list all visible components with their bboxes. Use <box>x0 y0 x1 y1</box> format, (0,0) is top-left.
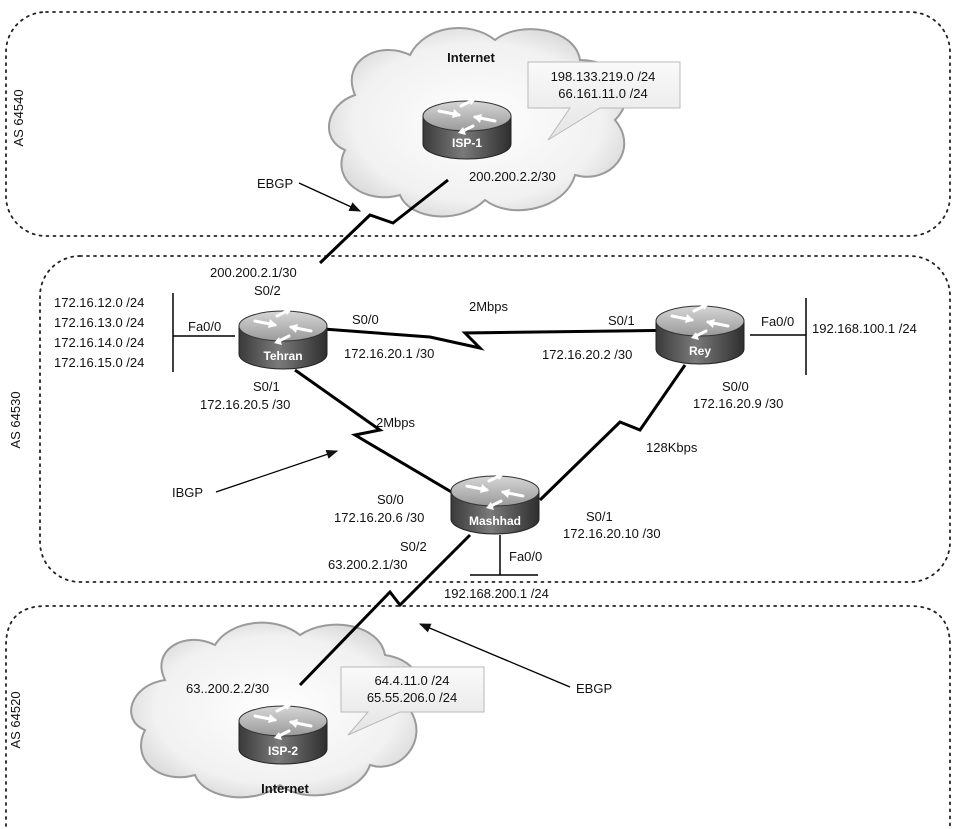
tehran-lan-1: 172.16.12.0 /24 <box>54 295 144 310</box>
mashhad-s00-ip-label: 172.16.20.6 /30 <box>334 510 424 525</box>
callout-isp2: 64.4.11.0 /24 65.55.206.0 /24 <box>340 666 485 736</box>
mashhad-s02-ip-label: 63.200.2.1/30 <box>328 557 408 572</box>
cloud-bottom-label: Internet <box>261 781 309 796</box>
rey-s01-label: S0/1 <box>608 313 635 328</box>
ibgp-arrow <box>215 449 339 493</box>
rey-lan-label: 192.168.100.1 /24 <box>812 321 917 336</box>
isp1-ip-label: 200.200.2.2/30 <box>469 169 556 184</box>
isp2-ip-label: 63..200.2.2/30 <box>186 681 269 696</box>
tehran-s00-label: S0/0 <box>352 312 379 327</box>
tehran-s00-ip-label: 172.16.20.1 /30 <box>344 346 434 361</box>
cloud-top-label: Internet <box>447 50 495 65</box>
router-isp2-label: ISP-2 <box>268 744 298 758</box>
router-mashhad-label: Mashhad <box>469 514 521 528</box>
tehran-lan-2: 172.16.13.0 /24 <box>54 315 144 330</box>
tehran-lan-4: 172.16.15.0 /24 <box>54 355 144 370</box>
tehran-s02-label: S0/2 <box>254 283 281 298</box>
ebgp-top-label: EBGP <box>257 176 293 191</box>
isp1-network-2: 66.161.11.0 /24 <box>558 86 647 101</box>
rey-mashhad-bandwidth: 128Kbps <box>646 440 698 455</box>
router-isp1[interactable]: ISP-1 <box>421 95 513 161</box>
as-zone-bottom <box>5 605 951 827</box>
tehran-s01-label: S0/1 <box>253 379 280 394</box>
callout-isp1: 198.133.219.0 /24 66.161.11.0 /24 <box>527 61 681 141</box>
router-mashhad[interactable]: Mashhad <box>449 470 541 536</box>
mashhad-s01-ip-label: 172.16.20.10 /30 <box>563 526 661 541</box>
router-isp1-label: ISP-1 <box>452 136 482 150</box>
router-rey[interactable]: Rey <box>654 300 746 366</box>
router-tehran-label: Tehran <box>263 349 302 363</box>
isp2-network-1: 64.4.11.0 /24 <box>375 673 450 688</box>
tehran-s01-ip-label: 172.16.20.5 /30 <box>200 397 290 412</box>
link-isp1-tehran <box>318 178 449 265</box>
mashhad-fa00-label: Fa0/0 <box>509 549 542 564</box>
rey-s00-ip-label: 172.16.20.9 /30 <box>693 396 783 411</box>
link-rey-mashhad <box>538 364 687 502</box>
mashhad-lan-label: 192.168.200.1 /24 <box>444 586 549 601</box>
rey-fa00-label: Fa0/0 <box>761 314 794 329</box>
mashhad-s01-label: S0/1 <box>586 509 613 524</box>
ibgp-label: IBGP <box>172 485 203 500</box>
tehran-fa00-label: Fa0/0 <box>188 319 221 334</box>
router-isp2[interactable]: ISP-2 <box>237 700 329 766</box>
link-tehran-rey <box>309 326 691 351</box>
tehran-isp-ip-label: 200.200.2.1/30 <box>210 265 297 280</box>
mashhad-s00-label: S0/0 <box>377 492 404 507</box>
tehran-rey-bandwidth: 2Mbps <box>469 299 509 314</box>
router-tehran[interactable]: Tehran <box>237 305 329 371</box>
rey-s00-label: S0/0 <box>722 379 749 394</box>
as-label-64540: AS 64540 <box>11 89 26 146</box>
as-zone-middle <box>39 255 951 583</box>
tehran-mashhad-bandwidth: 2Mbps <box>376 415 416 430</box>
ebgp-bottom-label: EBGP <box>576 681 612 696</box>
ebgp-top-arrow <box>298 182 362 212</box>
rey-s01-ip-label: 172.16.20.2 /30 <box>542 347 632 362</box>
link-tehran-mashhad <box>294 368 466 502</box>
link-mashhad-isp2 <box>298 533 472 687</box>
isp1-network-1: 198.133.219.0 /24 <box>551 69 656 84</box>
isp2-network-2: 65.55.206.0 /24 <box>367 690 457 705</box>
tehran-lan-3: 172.16.14.0 /24 <box>54 335 144 350</box>
mashhad-s02-label: S0/2 <box>400 539 427 554</box>
as-label-64530: AS 64530 <box>8 391 23 448</box>
router-rey-label: Rey <box>689 344 711 358</box>
as-label-64520: AS 64520 <box>8 691 23 748</box>
ebgp-bottom-arrow <box>418 623 571 688</box>
